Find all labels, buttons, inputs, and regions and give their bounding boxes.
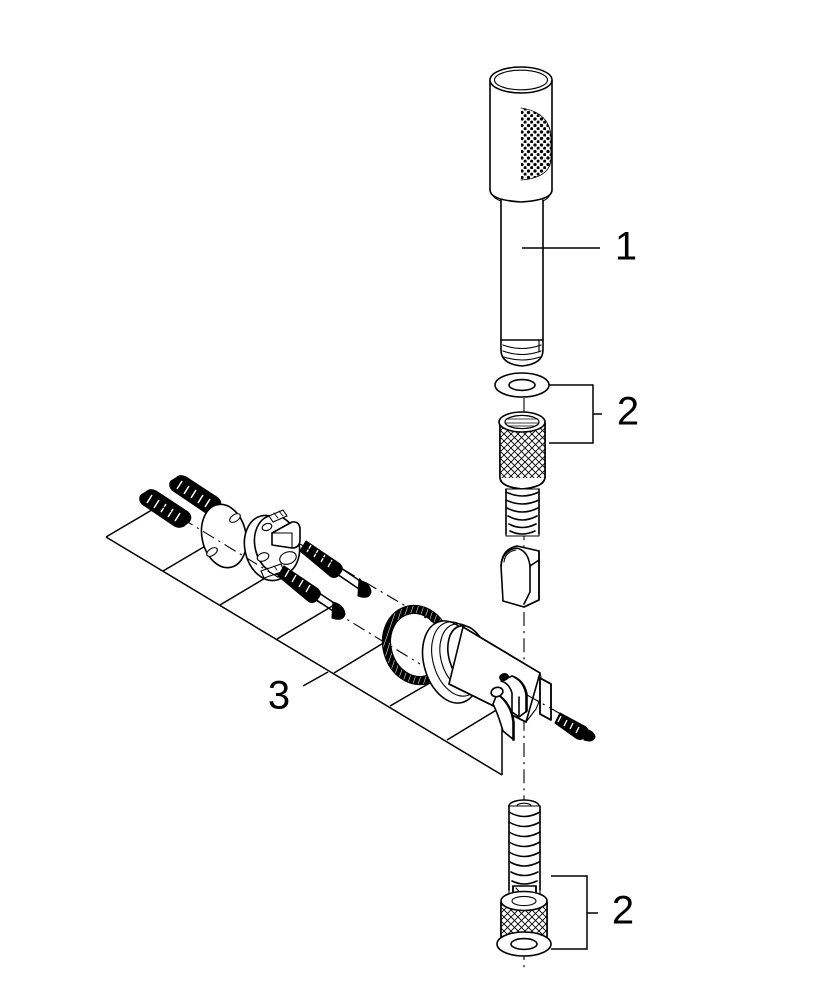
wall-union-body-with-cradle bbox=[421, 620, 552, 741]
hand-shower-thread-end bbox=[500, 339, 544, 367]
sealing-washer-bottom bbox=[496, 931, 552, 957]
callout-1-number: 1 bbox=[615, 225, 637, 269]
callout-2-bottom-number: 2 bbox=[612, 889, 634, 933]
sealing-washer-top bbox=[494, 372, 550, 398]
grub-screw bbox=[554, 712, 596, 742]
shower-hose-end-top bbox=[505, 488, 540, 537]
callout-2-bottom-bracket bbox=[551, 875, 598, 950]
grub-screw-axis bbox=[526, 694, 576, 723]
knurled-coupling-nut-top bbox=[498, 411, 546, 490]
escutcheon-plate bbox=[200, 503, 248, 569]
hand-shower-stick bbox=[489, 66, 553, 367]
shower-holder-clip bbox=[500, 545, 540, 608]
callout-3-number: 3 bbox=[268, 674, 290, 718]
shower-hose-end-bottom bbox=[508, 799, 541, 901]
callout-2-top-number: 2 bbox=[617, 390, 639, 434]
callout-2-top-bracket bbox=[549, 384, 602, 444]
mounting-screw-b bbox=[277, 565, 346, 620]
